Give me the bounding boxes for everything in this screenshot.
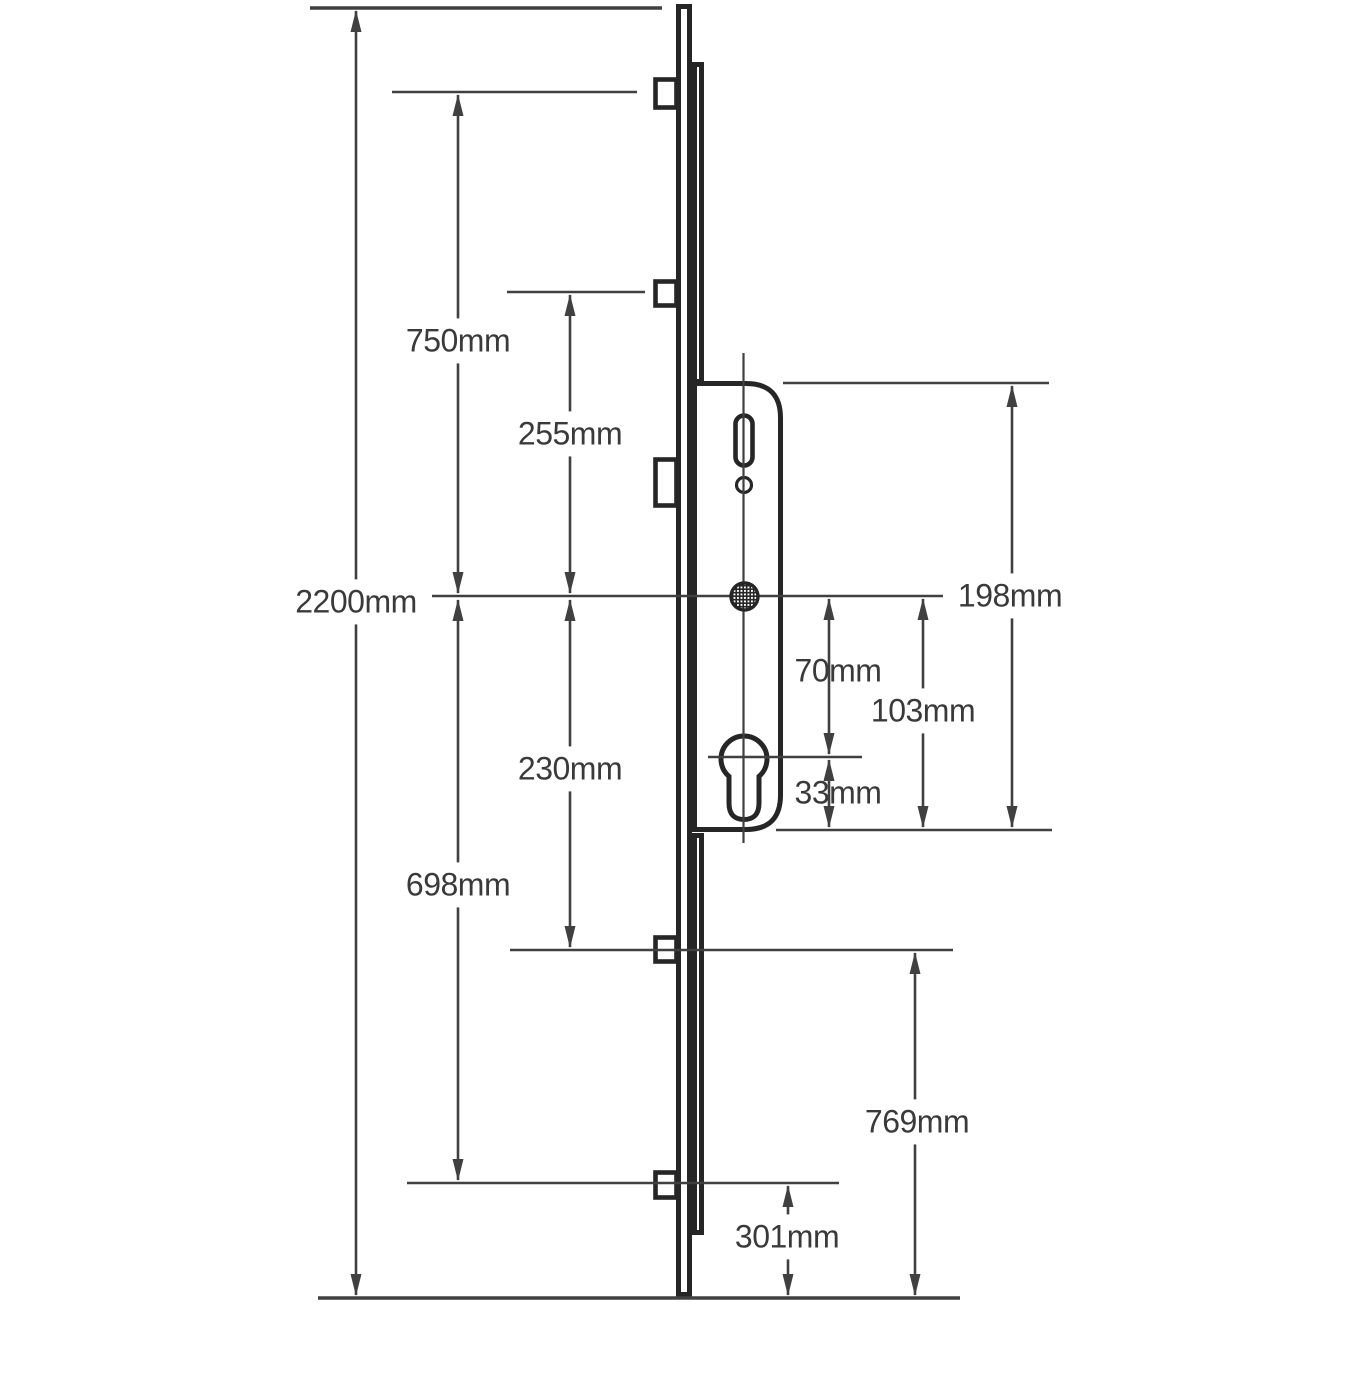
keep-block-2 <box>653 279 679 308</box>
keep-block-5 <box>653 1170 679 1200</box>
dim-label-overall-height: 2200mm <box>289 579 423 625</box>
backplate-rail-lower <box>692 833 704 1235</box>
keep-block-3 <box>653 457 679 508</box>
dim-label-198: 198mm <box>951 573 1069 619</box>
dim-label-750: 750mm <box>399 318 517 364</box>
dim-label-301: 301mm <box>728 1214 846 1260</box>
faceplate-rail <box>676 4 692 1297</box>
dim-label-103: 103mm <box>864 688 982 734</box>
dim-label-698: 698mm <box>399 862 517 908</box>
spindle-hub <box>729 581 760 612</box>
backplate-rail-upper <box>692 62 704 384</box>
dim-label-230: 230mm <box>511 746 629 792</box>
hardware-group <box>653 4 783 1297</box>
dim-label-255: 255mm <box>511 411 629 457</box>
dim-label-769: 769mm <box>858 1099 976 1145</box>
dim-label-33: 33mm <box>794 774 882 811</box>
keep-block-1 <box>653 77 679 110</box>
dim-label-70: 70mm <box>794 652 882 689</box>
